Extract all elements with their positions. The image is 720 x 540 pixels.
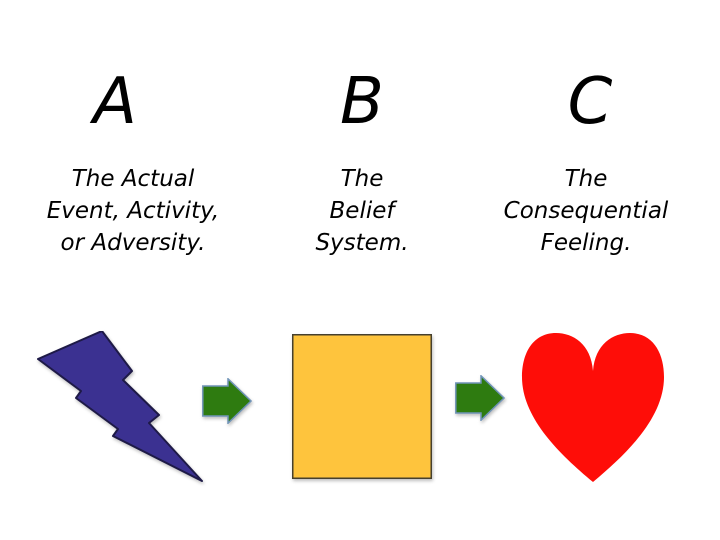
column-a-letter: A (93, 65, 137, 139)
belief-square-shape (292, 334, 432, 479)
lightning-bolt-icon (37, 331, 203, 482)
right-arrow-shape (202, 378, 252, 424)
heart-shape (522, 333, 664, 482)
lightning-bolt-shape (37, 331, 203, 482)
column-c-letter: C (567, 65, 613, 139)
column-c-description: The Consequential Feeling. (503, 166, 669, 256)
column-b-description: The Belief System. (315, 166, 409, 256)
square-icon (292, 334, 432, 479)
column-b-letter: B (340, 65, 384, 139)
right-arrow-icon (202, 378, 252, 424)
heart-icon (522, 333, 664, 482)
right-arrow-shape (455, 375, 505, 421)
right-arrow-icon (455, 375, 505, 421)
column-a-description: The Actual Event, Activity, or Adversity… (46, 166, 220, 256)
